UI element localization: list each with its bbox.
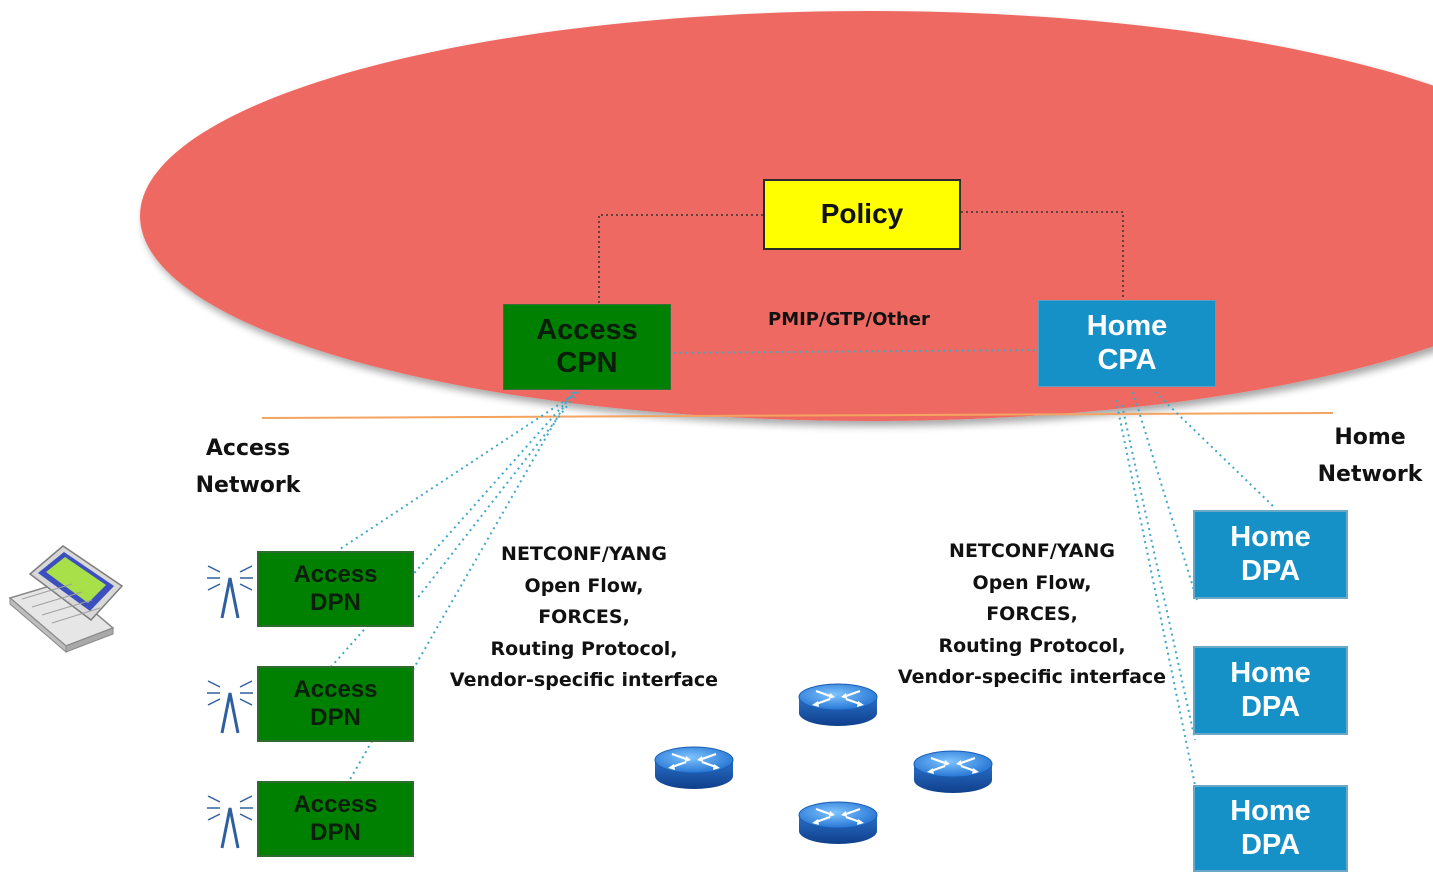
protocol-line: Vendor-specific interface (449, 669, 719, 691)
access-network-line2: Network (195, 473, 301, 498)
policy-node: Policy (763, 179, 961, 250)
home-dpa-node: Home DPA (1193, 646, 1348, 735)
home-dpa-line1: Home (1230, 521, 1311, 554)
southbound-protocols-right: NETCONF/YANG Open Flow, FORCES, Routing … (882, 536, 1182, 694)
home-cpa-line2: CPA (1097, 343, 1157, 376)
home-dpa-line2: DPA (1240, 554, 1301, 587)
access-dpn-line2: DPN (310, 589, 361, 616)
access-dpn-line1: Access (293, 676, 378, 704)
cpn-dpn-link-4 (415, 391, 579, 601)
home-cpa-line1: Home (1086, 310, 1168, 343)
protocol-line: Open Flow, (972, 571, 1092, 594)
router-icon (653, 745, 735, 791)
cpa-dpa-link-2 (1132, 391, 1198, 601)
protocol-line: NETCONF/YANG (949, 540, 1115, 562)
protocol-line: Vendor-specific interface (897, 666, 1167, 688)
access-dpn-node: Access DPN (257, 781, 414, 857)
home-cpa-node: Home CPA (1038, 300, 1216, 387)
access-cpn-node: Access CPN (503, 304, 671, 390)
protocol-line: FORCES, (986, 603, 1078, 625)
protocol-line: NETCONF/YANG (501, 543, 667, 565)
policy-label: Policy (820, 198, 904, 230)
cpa-dpa-link-1 (1154, 391, 1276, 509)
southbound-protocols-left: NETCONF/YANG Open Flow, FORCES, Routing … (434, 539, 734, 697)
home-dpa-node: Home DPA (1193, 510, 1348, 599)
home-dpa-line2: DPA (1240, 690, 1301, 723)
access-dpn-line2: DPN (310, 704, 361, 731)
router-icon (797, 800, 879, 846)
access-dpn-line1: Access (293, 561, 378, 589)
pmip-gtp-label: PMIP/GTP/Other (768, 309, 930, 330)
access-dpn-node: Access DPN (257, 666, 414, 742)
home-network-line2: Network (1317, 462, 1423, 487)
protocol-line: Open Flow, (524, 574, 644, 597)
access-dpn-line2: DPN (310, 819, 361, 846)
access-cpn-line1: Access (536, 313, 638, 346)
laptop-icon (8, 545, 124, 654)
access-network-label: Access Network (178, 430, 318, 504)
home-network-line1: Home (1334, 425, 1406, 450)
router-icon (797, 682, 879, 728)
access-cpn-line2: CPN (556, 347, 618, 379)
antenna-icon (205, 564, 255, 620)
protocol-line: Routing Protocol, (938, 634, 1126, 657)
protocol-line: Routing Protocol, (490, 637, 678, 660)
home-dpa-line2: DPA (1240, 828, 1301, 861)
access-dpn-line1: Access (293, 791, 378, 819)
network-boundary-line (261, 412, 1334, 419)
home-dpa-line1: Home (1230, 795, 1311, 828)
home-network-label: Home Network (1300, 419, 1433, 493)
policy-link-right (961, 211, 1124, 300)
home-dpa-line1: Home (1230, 657, 1311, 690)
cpn-cpa-link (654, 349, 1039, 354)
protocol-line: FORCES, (538, 606, 630, 628)
access-dpn-node: Access DPN (257, 551, 414, 627)
cpn-dpn-link-1 (339, 391, 579, 550)
antenna-icon (205, 794, 255, 850)
home-dpa-node: Home DPA (1193, 785, 1348, 872)
antenna-icon (205, 679, 255, 735)
router-icon (912, 749, 994, 795)
access-network-line1: Access (205, 436, 291, 461)
